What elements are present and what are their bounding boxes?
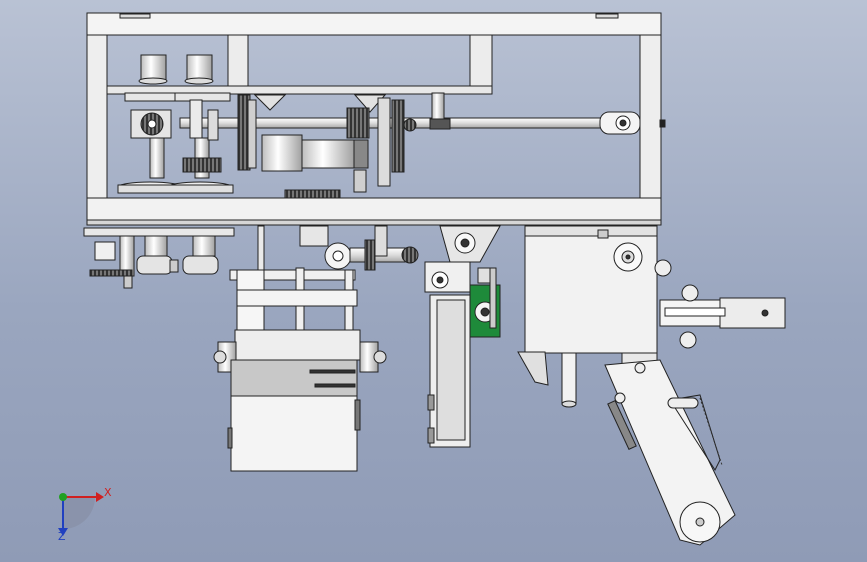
frame-left-post [86, 34, 108, 201]
upper-frame [86, 12, 662, 226]
frame-upper-rail [106, 85, 493, 95]
top-cups [124, 54, 231, 102]
lower-middle-wheels [299, 225, 419, 271]
center-column [424, 225, 501, 448]
frame-top-beam [86, 12, 662, 36]
lower-left-assembly [83, 227, 235, 289]
right-gearbox [517, 225, 697, 408]
gear-stack-middle [237, 92, 445, 199]
middle-lower-frame [213, 225, 387, 472]
gear-cluster-left [130, 99, 222, 179]
frame-inner-post-b [469, 34, 493, 94]
right-arm [659, 284, 786, 329]
frame-base-plate [86, 197, 662, 221]
frame-inner-post-a [227, 34, 249, 94]
base-discs [117, 181, 234, 194]
frame-base-lip [86, 219, 662, 226]
axis-triad [58, 492, 104, 536]
frame-right-post [639, 34, 662, 201]
axis-origin [59, 493, 67, 501]
axis-x-label: X [104, 486, 112, 499]
axis-z-label: Z [58, 530, 66, 543]
diagonal-slide [604, 359, 736, 546]
